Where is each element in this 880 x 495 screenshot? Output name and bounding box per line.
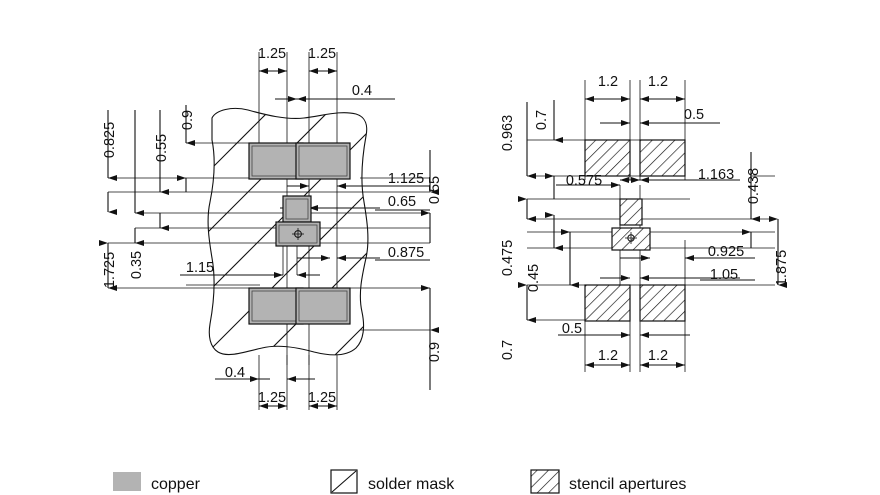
solder-mask-swatch-icon (330, 469, 358, 494)
dim-left-v-1: 0.825 (102, 122, 118, 158)
dim-left-b-2: 1.25 (258, 390, 286, 406)
dim-left-v-6: 1.15 (186, 260, 214, 276)
mid-lower-aperture-with-crosshair (611, 227, 651, 251)
stencil-aperture-swatch-icon (530, 469, 560, 494)
legend-label-stencil-apertures: stencil apertures (569, 476, 686, 493)
right-view-horizontal-dims (556, 96, 755, 368)
legend-label-copper: copper (151, 476, 201, 493)
dim-right-i-5: 0.5 (562, 321, 582, 337)
center-small-pad (282, 195, 312, 223)
dim-right-i-3: 0.925 (708, 244, 744, 260)
stencil-apertures (584, 139, 686, 322)
legend: copper solder mask stencil apertures (113, 469, 686, 494)
dim-left-top-2: 1.25 (308, 46, 336, 62)
center-marked-pad (275, 221, 321, 247)
dim-left-r-1: 1.125 (388, 171, 424, 187)
dim-left-v-3: 0.9 (180, 110, 196, 130)
top-left-pad (248, 142, 304, 180)
dim-left-top-3: 0.4 (352, 83, 372, 99)
dim-right-top-3: 0.5 (684, 107, 704, 123)
right-view-dimension-labels: 1.2 1.2 0.5 0.963 0.7 0.475 0.45 0.7 0.5… (500, 74, 790, 364)
dim-right-v-5: 0.7 (500, 340, 516, 360)
copper-swatch-icon (113, 472, 141, 491)
dim-left-top-1: 1.25 (258, 46, 286, 62)
pin1-crosshair-icon (292, 228, 304, 240)
left-view-dimension-labels: 1.25 1.25 0.4 0.825 0.55 0.9 1.725 0.35 … (102, 46, 443, 406)
bottom-left-pad (248, 287, 304, 325)
dim-right-rv-2: 1.875 (774, 250, 790, 286)
dim-left-b-1: 0.4 (225, 365, 245, 381)
legend-item-stencil-apertures: stencil apertures (530, 469, 686, 494)
dim-right-i-4: 1.05 (710, 267, 738, 283)
dim-right-top-1: 1.2 (598, 74, 618, 90)
bottom-right-aperture (639, 284, 686, 322)
right-view-group: 1.2 1.2 0.5 0.963 0.7 0.475 0.45 0.7 0.5… (500, 74, 790, 372)
dim-right-i-1: 0.575 (566, 173, 602, 189)
right-view-vertical-dims (518, 100, 787, 323)
dim-right-b-2: 1.2 (648, 348, 668, 364)
solder-mask-outline (207, 107, 369, 356)
left-view-group: 1.25 1.25 0.4 0.825 0.55 0.9 1.725 0.35 … (99, 46, 443, 410)
legend-item-solder-mask: solder mask (330, 469, 455, 494)
left-view-bottom-dims (215, 376, 337, 409)
top-right-pad (295, 142, 351, 180)
mid-upper-aperture (619, 198, 643, 226)
dim-right-b-1: 1.2 (598, 348, 618, 364)
legend-label-solder-mask: solder mask (368, 476, 455, 493)
dim-left-r-4: 0.55 (427, 176, 443, 204)
top-right-aperture (639, 139, 686, 177)
top-left-aperture (584, 139, 631, 177)
left-view-vertical-dims (99, 105, 439, 390)
dim-left-v-5: 0.35 (129, 251, 145, 279)
dim-right-top-2: 1.2 (648, 74, 668, 90)
dim-left-r-2: 0.65 (388, 194, 416, 210)
dim-right-v-2: 0.7 (534, 110, 550, 130)
dim-left-v-4: 1.725 (102, 252, 118, 288)
dim-right-i-2: 1.163 (698, 167, 734, 183)
dim-left-r-5: 0.9 (427, 342, 443, 362)
legend-item-copper: copper (113, 472, 201, 493)
dim-left-v-2: 0.55 (154, 134, 170, 162)
dim-right-v-1: 0.963 (500, 115, 516, 151)
bottom-left-aperture (584, 284, 631, 322)
dim-right-v-3: 0.475 (500, 240, 516, 276)
dim-left-b-3: 1.25 (308, 390, 336, 406)
pin1-crosshair-icon (625, 232, 637, 244)
left-view-top-dims (259, 68, 395, 102)
dim-left-r-3: 0.875 (388, 245, 424, 261)
bottom-right-pad (295, 287, 351, 325)
copper-pads (248, 142, 351, 325)
dim-right-rv-1: 0.438 (746, 168, 762, 204)
dim-right-v-4: 0.45 (526, 264, 542, 292)
